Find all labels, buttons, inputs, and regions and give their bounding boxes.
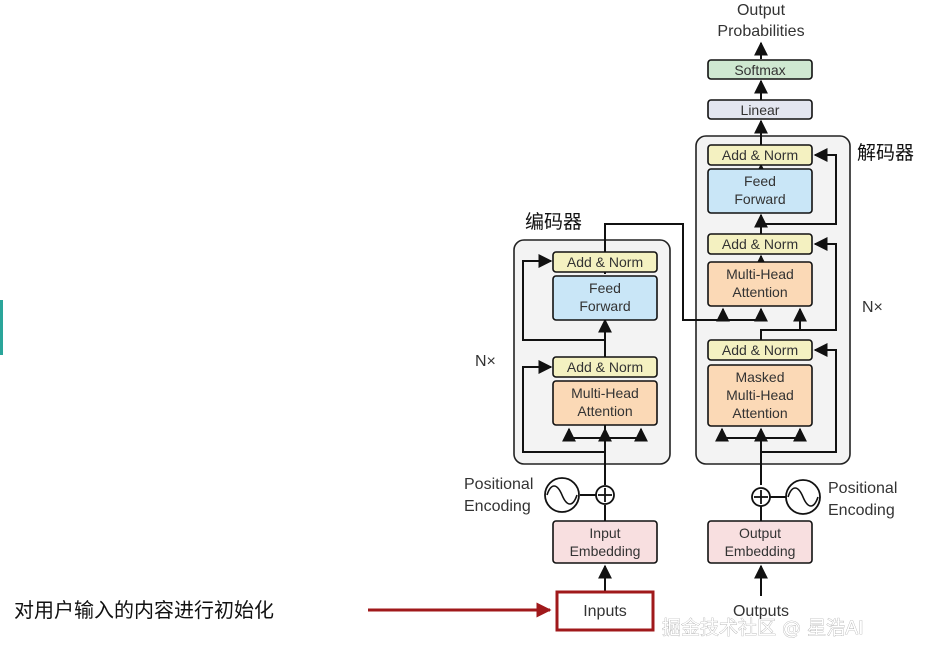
svg-text:Feed: Feed [589, 280, 621, 296]
encoder-title: 编码器 [525, 211, 582, 233]
decoder-positional-encoding-label: Positional Encoding [828, 480, 897, 519]
svg-text:Multi-Head: Multi-Head [726, 266, 794, 282]
input-embedding: Input Embedding [552, 520, 658, 564]
svg-text:Probabilities: Probabilities [717, 23, 804, 40]
encoder-add-norm-top: Add & Norm [552, 251, 658, 273]
svg-text:Softmax: Softmax [734, 62, 785, 78]
watermark-text: 掘金技术社区 @ 星浩AI [662, 617, 864, 639]
outputs-label: Outputs [733, 603, 789, 620]
encoder-add-norm-bottom: Add & Norm [552, 356, 658, 378]
svg-text:Add & Norm: Add & Norm [567, 359, 643, 375]
edge-accent-bar [0, 300, 3, 355]
svg-text:Add & Norm: Add & Norm [567, 254, 643, 270]
encoder-positional-encoding-label: Positional Encoding [464, 476, 533, 515]
inputs-label: Inputs [583, 603, 627, 620]
decoder-add-norm-mid: Add & Norm [707, 233, 813, 255]
svg-text:Add & Norm: Add & Norm [722, 236, 798, 252]
svg-text:Output: Output [739, 525, 781, 541]
decoder-title: 解码器 [857, 142, 914, 164]
svg-text:Attention: Attention [577, 403, 632, 419]
svg-text:Positional: Positional [464, 476, 533, 493]
inputs-highlight-box: Inputs [555, 590, 655, 632]
decoder-add-norm-bottom: Add & Norm [707, 339, 813, 361]
svg-text:Multi-Head: Multi-Head [726, 387, 794, 403]
output-embedding: Output Embedding [707, 520, 813, 564]
decoder-masked-attention: Masked Multi-Head Attention [707, 364, 813, 427]
svg-text:Embedding: Embedding [725, 543, 796, 559]
output-probabilities-label: Output Probabilities [717, 2, 804, 40]
encoder-block [513, 239, 671, 465]
svg-text:Feed: Feed [744, 173, 776, 189]
decoder-repeat-label: N× [862, 299, 883, 316]
softmax-box: Softmax [707, 59, 813, 80]
svg-text:Attention: Attention [732, 405, 787, 421]
svg-text:Positional: Positional [828, 480, 897, 497]
svg-text:Input: Input [589, 525, 620, 541]
decoder-feed-forward: Feed Forward [707, 168, 813, 214]
encoder-feed-forward: Feed Forward [552, 275, 658, 321]
svg-text:Encoding: Encoding [828, 502, 895, 519]
encoder-positional-sine-icon [544, 477, 580, 513]
encoder-multi-head-attention: Multi-Head Attention [552, 380, 658, 426]
decoder-add-norm-top: Add & Norm [707, 144, 813, 166]
decoder-cross-attention: Multi-Head Attention [707, 261, 813, 307]
svg-text:Attention: Attention [732, 284, 787, 300]
svg-text:Masked: Masked [735, 369, 784, 385]
annotation-text: 对用户输入的内容进行初始化 [14, 598, 274, 622]
svg-text:Add & Norm: Add & Norm [722, 147, 798, 163]
svg-text:Encoding: Encoding [464, 498, 531, 515]
svg-text:Embedding: Embedding [570, 543, 641, 559]
svg-text:Linear: Linear [741, 102, 780, 118]
svg-text:Multi-Head: Multi-Head [571, 385, 639, 401]
svg-text:Forward: Forward [579, 298, 630, 314]
svg-text:Add & Norm: Add & Norm [722, 342, 798, 358]
linear-box: Linear [707, 99, 813, 120]
svg-text:Forward: Forward [734, 191, 785, 207]
svg-text:Output: Output [737, 2, 786, 19]
encoder-add-icon [595, 485, 615, 505]
decoder-positional-sine-icon [785, 479, 821, 515]
encoder-repeat-label: N× [475, 353, 496, 370]
decoder-add-icon [751, 487, 771, 507]
